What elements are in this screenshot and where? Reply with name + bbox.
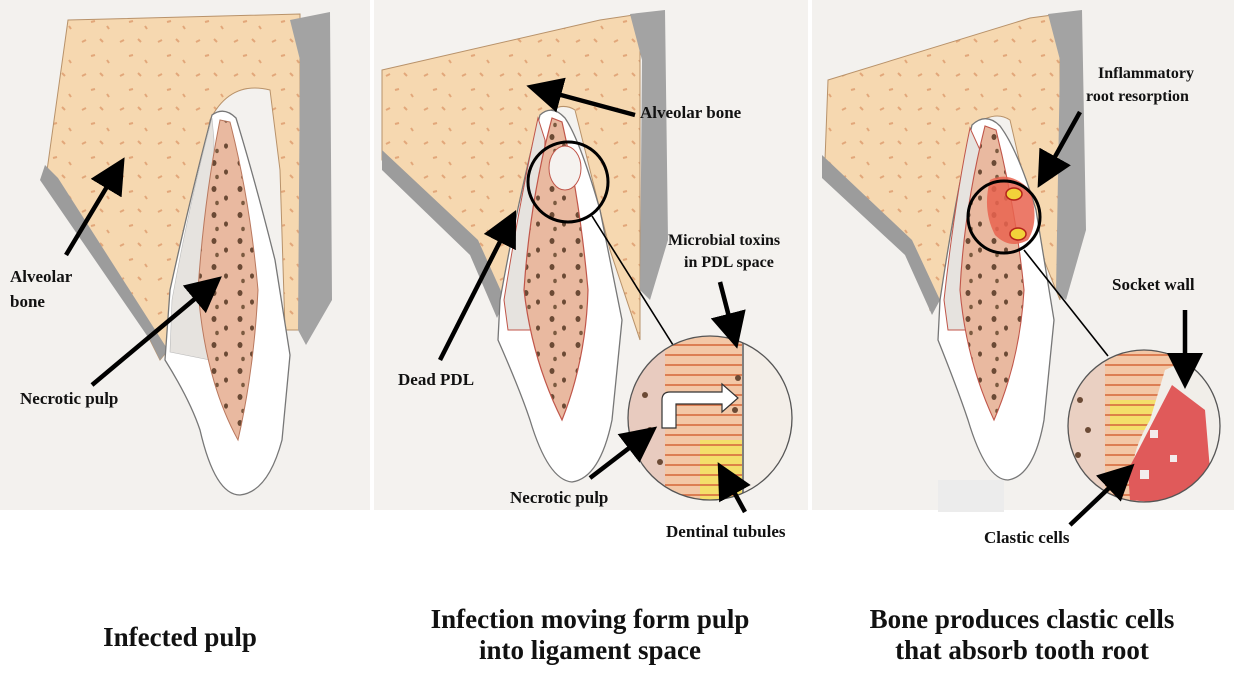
caption-panel-2-line2: into ligament space — [380, 635, 800, 666]
caption-panel-3-line1: Bone produces clastic cells — [812, 604, 1232, 635]
caption-panel-2-line1: Infection moving form pulp — [380, 604, 800, 635]
label-socket-wall: Socket wall — [1112, 275, 1195, 295]
resorption-spot — [1010, 228, 1026, 240]
blank-patch — [938, 480, 1004, 512]
label-dentinal-tubules: Dentinal tubules — [666, 522, 786, 542]
label-inflammatory-line2: root resorption — [1086, 88, 1189, 106]
caption-panel-3: Bone produces clastic cells that absorb … — [812, 604, 1232, 666]
caption-panel-2: Infection moving form pulp into ligament… — [380, 604, 800, 666]
resorption-spot — [1006, 188, 1022, 200]
label-necrotic-pulp-2: Necrotic pulp — [510, 488, 608, 508]
caption-panel-1: Infected pulp — [60, 622, 300, 653]
label-microbial-toxins-line1: Microbial toxins — [668, 232, 780, 250]
caption-panel-3-line2: that absorb tooth root — [812, 635, 1232, 666]
label-alveolar-bone-2: Alveolar bone — [640, 103, 741, 123]
infection-spot — [549, 146, 581, 190]
label-microbial-toxins-line2: in PDL space — [684, 254, 774, 272]
label-clastic-cells: Clastic cells — [984, 528, 1069, 548]
label-necrotic-pulp-1: Necrotic pulp — [20, 389, 118, 409]
label-inflammatory-line1: Inflammatory — [1098, 65, 1194, 83]
label-alveolar-bone-1: Alveolar bone — [10, 264, 90, 314]
label-dead-pdl: Dead PDL — [398, 370, 474, 390]
